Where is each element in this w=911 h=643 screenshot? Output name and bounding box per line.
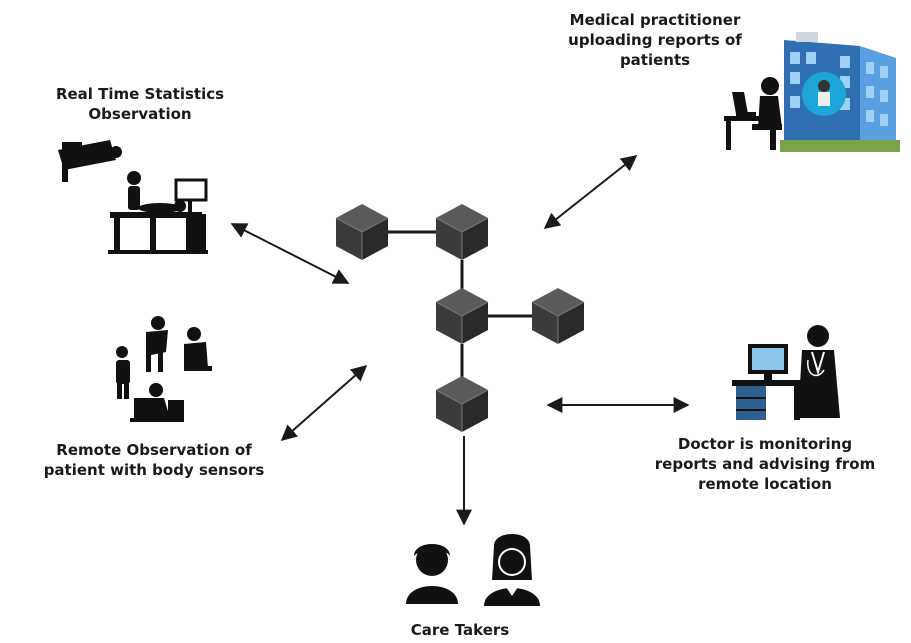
arrow-remote xyxy=(280,364,368,442)
doctor-at-desk-icon xyxy=(732,325,840,420)
patient-monitor-icon xyxy=(108,171,208,254)
practitioner-label: Medical practitioner uploading reports o… xyxy=(530,10,780,70)
sick-patients-icon xyxy=(116,316,212,422)
remote-label-line2: patient with body sensors xyxy=(43,461,265,479)
blockchain-block-icon xyxy=(435,375,489,433)
remote-label: Remote Observation of patient with body … xyxy=(4,440,304,480)
practitioner-at-desk-icon xyxy=(724,77,782,150)
security-camera-icon xyxy=(58,140,122,182)
caretakers-label: Care Takers xyxy=(410,621,510,639)
doctor-label-line3: remote location xyxy=(698,475,832,493)
realtime-label-line1: Real Time Statistics xyxy=(55,85,225,103)
blockchain-block-icon xyxy=(435,203,489,261)
caretakers-icon xyxy=(406,534,540,606)
flow-arrows xyxy=(230,155,690,526)
doctor-label-line2: reports and advising from xyxy=(654,455,876,473)
blockchain-block-icon xyxy=(435,287,489,345)
chain-links xyxy=(388,230,532,378)
hospital-building-icon xyxy=(780,32,900,152)
practitioner-label-line2: uploading reports of xyxy=(568,31,742,49)
practitioner-label-line1: Medical practitioner xyxy=(569,11,741,29)
realtime-label: Real Time Statistics Observation xyxy=(40,84,240,124)
doctor-label: Doctor is monitoring reports and advisin… xyxy=(620,434,910,494)
arrow-practitioner xyxy=(543,155,638,229)
practitioner-label-line3: patients xyxy=(619,51,691,69)
remote-label-line1: Remote Observation of xyxy=(56,441,252,459)
blockchain-block-icon xyxy=(335,203,389,261)
arrow-realtime xyxy=(230,223,350,284)
doctor-label-line1: Doctor is monitoring xyxy=(677,435,853,453)
realtime-label-line2: Observation xyxy=(88,105,192,123)
blockchain-block-icon xyxy=(531,287,585,345)
